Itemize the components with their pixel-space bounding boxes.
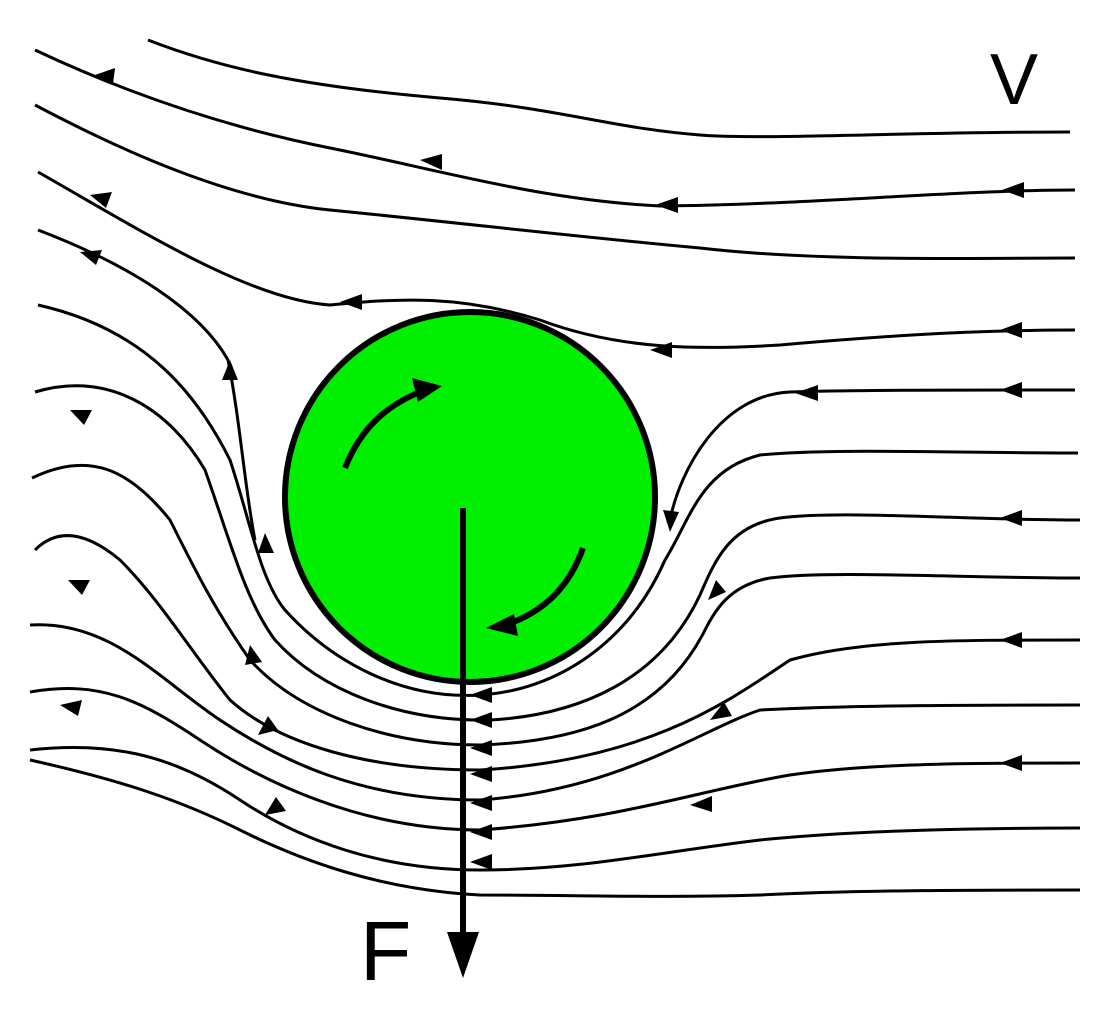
streamline-arrow-icon: [710, 702, 732, 720]
streamline-arrow-icon: [222, 360, 238, 380]
streamline-arrow-icon: [470, 687, 492, 703]
streamline-arrow-icon: [663, 510, 679, 532]
streamline-arrow-icon: [690, 796, 712, 812]
streamline: [33, 534, 1081, 772]
rotation-arrow-icon: [342, 387, 427, 470]
streamline-arrow-icon: [265, 797, 286, 815]
streamline-arrow-icon: [655, 197, 678, 213]
rotating-cylinder: [282, 309, 658, 685]
streamline-arrow-icon: [1000, 382, 1022, 398]
streamline-arrow-icon: [258, 533, 274, 553]
streamline-arrow-icon: [470, 766, 492, 782]
rotation-arrows: [342, 387, 586, 628]
streamline-arrow-icon: [420, 154, 442, 170]
streamline: [29, 687, 1081, 832]
streamline-arrow-icon: [80, 250, 102, 265]
streamline-arrow-icon: [708, 580, 726, 600]
rotation-arrow-icon: [504, 547, 586, 628]
streamline-arrow-icon: [470, 824, 492, 840]
force-arrowhead-icon: [447, 932, 479, 978]
streamline-arrow-icon: [470, 854, 492, 870]
rotation-arrowheads: [412, 378, 518, 636]
streamline-arrow-icon: [1000, 632, 1022, 648]
streamline: [37, 228, 257, 541]
streamline-arrow-icon: [470, 795, 492, 811]
streamline-arrow-icon: [1000, 322, 1022, 338]
streamline-arrow-icon: [1002, 182, 1024, 198]
streamline: [37, 170, 1076, 349]
streamline-arrow-icon: [258, 716, 278, 735]
streamline-arrow-icon: [70, 410, 92, 425]
streamline-arrow-icon: [95, 68, 115, 84]
rotation-arrowhead-icon: [412, 378, 442, 402]
streamline-arrow-icon: [795, 385, 818, 401]
streamlines: [29, 38, 1081, 898]
streamline-arrow-icon: [1000, 510, 1022, 526]
force-label: F: [360, 904, 411, 998]
velocity-label: V: [990, 40, 1038, 120]
streamline-arrow-icon: [68, 580, 90, 595]
streamline: [668, 388, 1076, 521]
flow-arrowheads: [60, 68, 1024, 870]
streamline: [34, 103, 1076, 261]
streamline-arrow-icon: [470, 712, 492, 728]
streamline: [29, 745, 1081, 872]
streamline-arrow-icon: [60, 700, 82, 716]
streamline-arrow-icon: [90, 192, 112, 208]
streamline-arrow-icon: [1000, 755, 1022, 771]
streamline: [34, 48, 1076, 208]
streamline-arrow-icon: [245, 645, 262, 665]
streamline-arrow-icon: [650, 342, 672, 358]
streamline: [29, 758, 1081, 898]
streamline: [147, 38, 1071, 139]
rotation-arrowhead-icon: [486, 614, 518, 636]
streamline-arrow-icon: [340, 294, 362, 310]
streamline-arrow-icon: [470, 740, 492, 756]
